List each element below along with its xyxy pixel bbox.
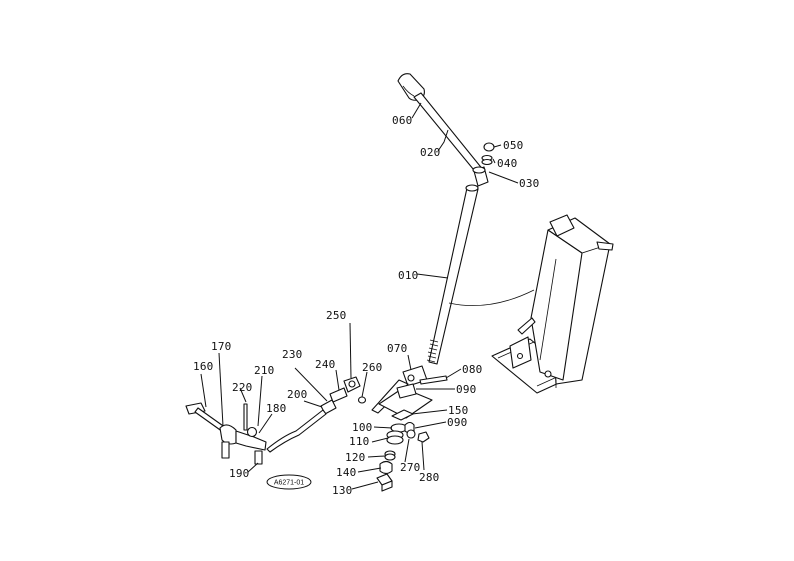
reference-code-badge: A6271-01 bbox=[266, 474, 312, 490]
part-number-labels: 060 020 050 040 030 010 070 080 090 150 … bbox=[193, 114, 539, 497]
label-150: 150 bbox=[448, 404, 468, 417]
label-200: 200 bbox=[287, 388, 307, 401]
rod-end-250[interactable] bbox=[343, 376, 361, 393]
label-020: 020 bbox=[420, 146, 440, 159]
pedal-160[interactable] bbox=[185, 402, 227, 433]
washer-040[interactable] bbox=[481, 154, 493, 166]
label-190: 190 bbox=[229, 467, 249, 480]
joint-240[interactable] bbox=[329, 387, 348, 403]
label-080: 080 bbox=[462, 363, 482, 376]
label-060: 060 bbox=[392, 114, 412, 127]
label-090-upper: 090 bbox=[456, 383, 476, 396]
label-100: 100 bbox=[352, 421, 372, 434]
bolt-270[interactable] bbox=[406, 429, 416, 439]
nut-030[interactable] bbox=[472, 166, 489, 187]
label-010: 010 bbox=[398, 269, 418, 282]
label-050: 050 bbox=[503, 139, 523, 152]
spring-110[interactable] bbox=[386, 430, 404, 445]
label-170: 170 bbox=[211, 340, 231, 353]
label-120: 120 bbox=[345, 451, 365, 464]
assembly-link-line bbox=[448, 289, 535, 307]
label-220: 220 bbox=[232, 381, 252, 394]
pin-220[interactable] bbox=[243, 403, 248, 431]
label-090-lower: 090 bbox=[447, 416, 467, 429]
label-240: 240 bbox=[315, 358, 335, 371]
nut-210[interactable] bbox=[246, 426, 258, 438]
link-rod-200[interactable] bbox=[266, 409, 327, 453]
main-rod-010[interactable] bbox=[426, 184, 479, 365]
shift-arm-070[interactable] bbox=[371, 365, 433, 419]
label-040: 040 bbox=[497, 157, 517, 170]
pin-080[interactable] bbox=[419, 375, 448, 385]
nut-280[interactable] bbox=[417, 431, 430, 443]
label-210: 210 bbox=[254, 364, 274, 377]
bushing-120[interactable] bbox=[384, 450, 396, 461]
label-270: 270 bbox=[400, 461, 420, 474]
reference-code: A6271-01 bbox=[274, 480, 304, 487]
label-130: 130 bbox=[332, 484, 352, 497]
pin-090-upper[interactable] bbox=[396, 383, 417, 399]
pedestal-bracket[interactable] bbox=[491, 214, 614, 394]
pivot-shaft-170[interactable] bbox=[219, 424, 237, 459]
leader-lines bbox=[200, 102, 519, 490]
label-180: 180 bbox=[266, 402, 286, 415]
cap-050[interactable] bbox=[483, 142, 495, 152]
label-030: 030 bbox=[519, 177, 539, 190]
washer-260[interactable] bbox=[357, 396, 367, 404]
label-260: 260 bbox=[362, 361, 382, 374]
label-160: 160 bbox=[193, 360, 213, 373]
bolt-190[interactable] bbox=[254, 450, 263, 465]
shift-lever-020[interactable] bbox=[413, 92, 485, 176]
lever-180[interactable] bbox=[235, 430, 267, 451]
collar-140[interactable] bbox=[379, 460, 393, 475]
label-230: 230 bbox=[282, 348, 302, 361]
block-130[interactable] bbox=[376, 473, 393, 492]
label-110: 110 bbox=[349, 435, 369, 448]
label-280: 280 bbox=[419, 471, 439, 484]
label-140: 140 bbox=[336, 466, 356, 479]
label-250: 250 bbox=[326, 309, 346, 322]
label-070: 070 bbox=[387, 342, 407, 355]
